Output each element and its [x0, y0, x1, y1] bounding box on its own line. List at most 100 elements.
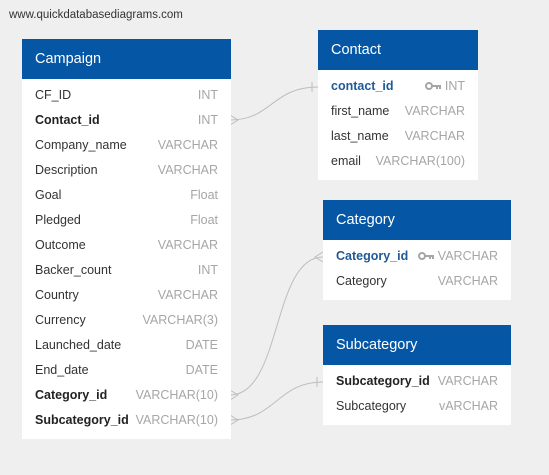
table-header[interactable]: Campaign [22, 39, 231, 79]
field-name: CF_ID [35, 88, 72, 102]
relation-subcategory-line [229, 381, 324, 421]
field-row[interactable]: End_date DATE [22, 358, 231, 383]
field-type-label: vARCHAR [438, 399, 498, 413]
field-row[interactable]: Launched_date DATE [22, 333, 231, 358]
field-type: INT [424, 74, 465, 99]
field-name: Contact_id [35, 113, 100, 127]
field-type: VARCHAR [158, 233, 218, 258]
field-type: VARCHAR(100) [376, 149, 465, 174]
field-row[interactable]: contact_id INT [318, 74, 478, 99]
field-name: contact_id [331, 79, 394, 93]
field-type-label: VARCHAR [437, 274, 498, 288]
field-type: INT [198, 83, 218, 108]
field-row[interactable]: Country VARCHAR [22, 283, 231, 308]
field-row[interactable]: Contact_id INT [22, 108, 231, 133]
field-type-label: VARCHAR [404, 104, 465, 118]
field-name: Pledged [35, 213, 81, 227]
field-type: DATE [186, 358, 218, 383]
relation-contact-line [229, 86, 319, 121]
field-row[interactable]: Pledged Float [22, 208, 231, 233]
field-type-label: DATE [185, 363, 218, 377]
field-type: VARCHAR(10) [136, 408, 218, 433]
field-type: VARCHAR [405, 99, 465, 124]
field-type-label: DATE [185, 338, 218, 352]
field-name: Description [35, 163, 98, 177]
field-type: VARCHAR(3) [143, 308, 218, 333]
field-type: INT [198, 108, 218, 133]
field-type-label: VARCHAR [157, 238, 218, 252]
field-row[interactable]: Subcategory vARCHAR [323, 394, 511, 419]
relation-category-crowfoot [229, 389, 239, 401]
field-type: DATE [186, 333, 218, 358]
field-name: Backer_count [35, 263, 112, 277]
field-row[interactable]: Currency VARCHAR(3) [22, 308, 231, 333]
field-row[interactable]: last_name VARCHAR [318, 124, 478, 149]
table-fields: Subcategory_id VARCHAR Subcategory vARCHAR [323, 365, 511, 425]
field-type: INT [198, 258, 218, 283]
field-type: VARCHAR(10) [136, 383, 218, 408]
field-type: VARCHAR [417, 244, 498, 269]
field-name: End_date [35, 363, 89, 377]
field-row[interactable]: email VARCHAR(100) [318, 149, 478, 174]
field-name: Category_id [336, 249, 409, 263]
field-name: Launched_date [35, 338, 122, 352]
relation-subcategory-crowfoot [229, 414, 239, 426]
field-row[interactable]: first_name VARCHAR [318, 99, 478, 124]
site-url[interactable]: www.quickdatabasediagrams.com [9, 9, 183, 21]
field-type-label: INT [444, 79, 465, 93]
field-row[interactable]: Category_id VARCHAR [323, 244, 511, 269]
field-name: last_name [331, 129, 389, 143]
primary-key-icon [417, 251, 434, 260]
table-header[interactable]: Contact [318, 30, 478, 70]
field-type-label: VARCHAR(10) [135, 388, 218, 402]
field-type-label: VARCHAR(100) [375, 154, 465, 168]
field-type: VARCHAR [158, 158, 218, 183]
field-row[interactable]: Backer_count INT [22, 258, 231, 283]
field-type-label: INT [197, 113, 218, 127]
table-header[interactable]: Category [323, 200, 511, 240]
field-name: Goal [35, 188, 62, 202]
field-type-label: INT [197, 263, 218, 277]
field-type: Float [190, 183, 218, 208]
field-row[interactable]: Goal Float [22, 183, 231, 208]
field-type-label: VARCHAR [157, 288, 218, 302]
primary-key-icon [424, 81, 441, 90]
table-header[interactable]: Subcategory [323, 325, 511, 365]
field-row[interactable]: Subcategory_id VARCHAR [323, 369, 511, 394]
field-type: VARCHAR [158, 283, 218, 308]
field-type-label: INT [197, 88, 218, 102]
field-type-label: VARCHAR [437, 249, 498, 263]
field-type-label: VARCHAR(3) [142, 313, 218, 327]
field-type: Float [190, 208, 218, 233]
field-name: Currency [35, 313, 86, 327]
field-name: first_name [331, 104, 390, 118]
field-name: Country [35, 288, 79, 302]
field-type-label: VARCHAR [404, 129, 465, 143]
field-type-label: Float [190, 188, 218, 202]
field-type-label: VARCHAR [437, 374, 498, 388]
relation-category-line [229, 256, 324, 396]
field-type: VARCHAR [158, 133, 218, 158]
field-name: email [331, 154, 361, 168]
field-row[interactable]: Description VARCHAR [22, 158, 231, 183]
field-name: Subcategory [336, 399, 407, 413]
field-name: Subcategory_id [336, 374, 430, 388]
field-type: VARCHAR [405, 124, 465, 149]
field-type: VARCHAR [438, 269, 498, 294]
field-type: vARCHAR [439, 394, 498, 419]
field-row[interactable]: CF_ID INT [22, 83, 231, 108]
field-type-label: VARCHAR [157, 138, 218, 152]
field-type-label: VARCHAR [157, 163, 218, 177]
